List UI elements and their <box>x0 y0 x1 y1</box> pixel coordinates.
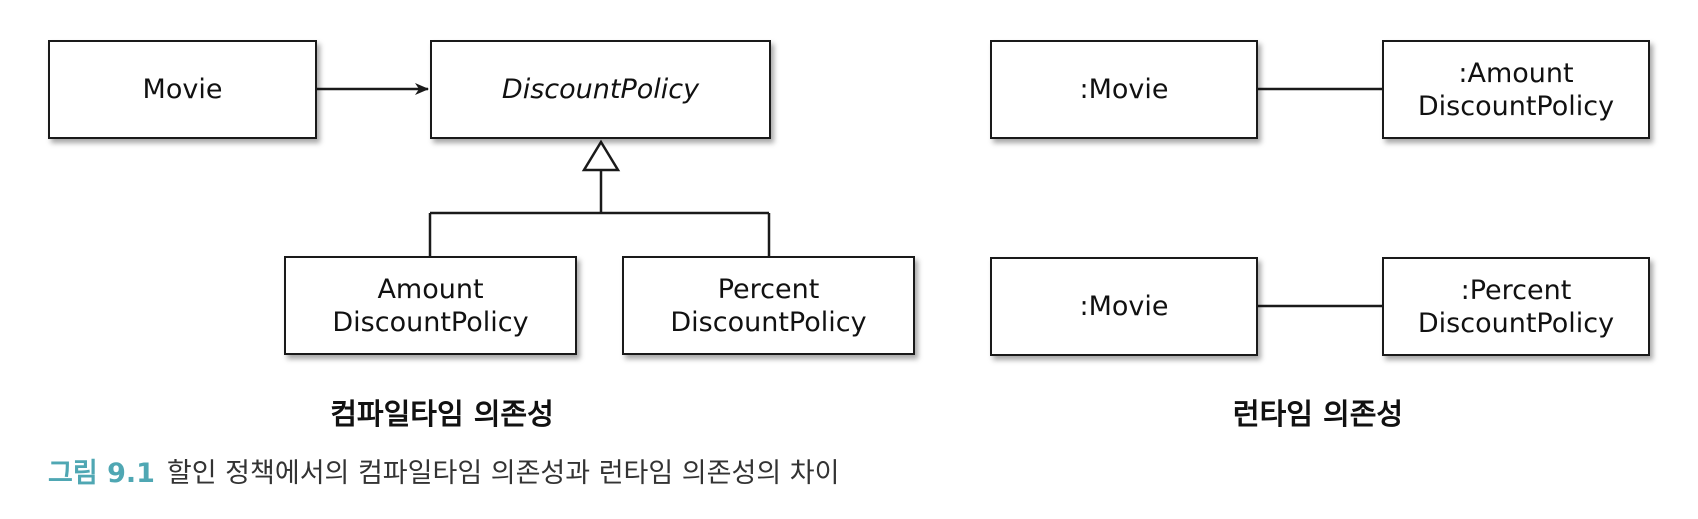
runtime-label: 런타임 의존성 <box>1232 397 1404 431</box>
object-movie-amount: :Movie <box>990 40 1258 139</box>
compile-time-label: 컴파일타임 의존성 <box>330 397 554 431</box>
class-percent-discount-policy: Percent DiscountPolicy <box>622 256 915 355</box>
figure-caption: 그림 9.1 할인 정책에서의 컴파일타임 의존성과 런타임 의존성의 차이 <box>48 457 839 491</box>
object-percent-discount-policy: :Percent DiscountPolicy <box>1382 257 1650 356</box>
inheritance-triangle <box>581 139 621 172</box>
class-amount-discount-policy: Amount DiscountPolicy <box>284 256 577 355</box>
object-movie-percent: :Movie <box>990 257 1258 356</box>
class-discount-policy: DiscountPolicy <box>430 40 771 139</box>
figure-caption-text: 할인 정책에서의 컴파일타임 의존성과 런타임 의존성의 차이 <box>166 458 840 489</box>
figure-number: 그림 9.1 <box>48 458 155 489</box>
object-amount-discount-policy: :Amount DiscountPolicy <box>1382 40 1650 139</box>
class-movie: Movie <box>48 40 317 139</box>
